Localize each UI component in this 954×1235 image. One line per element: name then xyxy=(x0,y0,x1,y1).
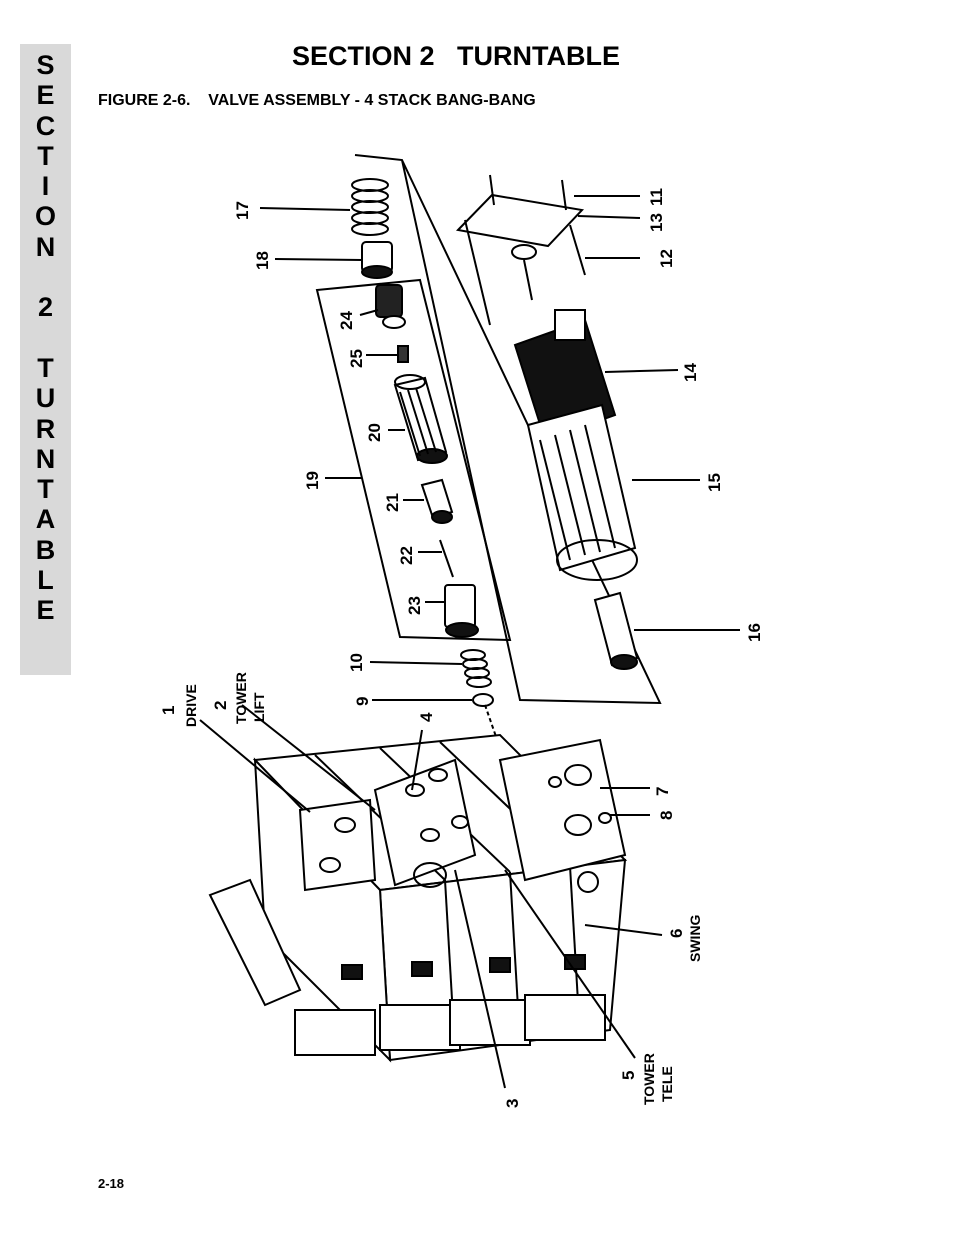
valve-stack xyxy=(208,733,628,1063)
section-side-tab: S E C T I O N 2 T U R N T A B L E xyxy=(20,44,71,675)
sleeve-20 xyxy=(393,374,448,464)
leader-3 xyxy=(454,869,506,1089)
spool-21 xyxy=(420,478,454,524)
leader-13 xyxy=(577,215,641,219)
side-tab-letter: S xyxy=(36,50,55,80)
callout-24: 24 xyxy=(337,311,356,330)
nut-18 xyxy=(361,241,393,279)
callout-2-name-line1: TOWER xyxy=(233,672,249,724)
side-tab-letter: L xyxy=(37,565,54,596)
page-title: SECTION 2 TURNTABLE xyxy=(292,41,621,71)
callout-2-name-line2: LIFT xyxy=(251,692,267,722)
figure-title: FIGURE 2-6. VALVE ASSEMBLY - 4 STACK BAN… xyxy=(98,92,536,109)
side-tab-letter: T xyxy=(37,474,54,505)
leader-10 xyxy=(369,661,463,665)
side-tab-letter: A xyxy=(35,504,56,535)
callout-6-name: SWING xyxy=(687,914,703,962)
callout-3: 3 xyxy=(503,1099,522,1108)
callout-18: 18 xyxy=(253,251,272,270)
leader-1 xyxy=(199,719,311,813)
callouts: 17 18 24 25 20 19 21 22 23 10 9 11 13 12… xyxy=(159,188,764,1108)
pin-22 xyxy=(439,539,454,578)
washer-9 xyxy=(472,693,494,707)
seat-23 xyxy=(444,584,479,638)
leader-14 xyxy=(604,369,679,373)
callout-15: 15 xyxy=(705,473,724,492)
callout-6: 6 xyxy=(667,929,686,938)
callout-14: 14 xyxy=(681,363,700,382)
callout-9: 9 xyxy=(353,697,372,706)
leader-18 xyxy=(274,258,363,261)
leader-6 xyxy=(584,924,663,936)
plunger-16 xyxy=(593,591,639,670)
pin-25 xyxy=(397,345,409,363)
leader-4 xyxy=(411,729,423,791)
side-tab-letter: N xyxy=(35,443,56,474)
callout-16: 16 xyxy=(745,623,764,642)
spring-10 xyxy=(460,649,492,688)
spring-17 xyxy=(351,178,389,236)
callout-11: 11 xyxy=(647,188,666,206)
side-tab-letter: C xyxy=(35,110,56,141)
callout-5: 5 xyxy=(619,1071,638,1080)
callout-13: 13 xyxy=(647,213,666,232)
side-tab-letter: U xyxy=(35,383,56,414)
callout-10: 10 xyxy=(347,653,366,672)
callout-12: 12 xyxy=(657,249,676,268)
callout-17: 17 xyxy=(233,201,252,220)
page-number: 2-18 xyxy=(98,1176,125,1191)
side-tab-letter: 2 xyxy=(37,292,54,323)
callout-7: 7 xyxy=(653,787,672,796)
callout-1: 1 xyxy=(159,706,178,715)
callout-23: 23 xyxy=(405,596,424,615)
side-tab-letter: B xyxy=(35,534,56,565)
side-tab-letter: O xyxy=(34,201,56,232)
callout-21: 21 xyxy=(383,493,402,512)
callout-19: 19 xyxy=(303,471,322,490)
side-tab-letter: T xyxy=(37,140,54,171)
callout-25: 25 xyxy=(347,349,366,368)
side-tab-letter: I xyxy=(41,171,50,202)
callout-22: 22 xyxy=(397,546,416,565)
callout-5-name-line2: TELE xyxy=(659,1066,675,1102)
side-tab-letter: E xyxy=(36,80,55,111)
leader-17 xyxy=(259,207,351,211)
callout-4: 4 xyxy=(417,712,436,722)
callout-1-name: DRIVE xyxy=(183,684,199,727)
leader-2 xyxy=(241,704,376,811)
side-tab-letter: R xyxy=(35,413,56,444)
tube-15 xyxy=(526,403,638,581)
coil-mount-plate xyxy=(455,174,586,326)
callout-2: 2 xyxy=(211,701,230,710)
callout-8: 8 xyxy=(657,811,676,820)
side-tab-letters: S E C T I O N 2 T U R N T A B L E xyxy=(20,50,71,626)
plug-24 xyxy=(375,284,406,329)
valve-cartridge-box xyxy=(315,278,512,642)
side-tab-letter: N xyxy=(35,231,56,262)
side-tab-letter: E xyxy=(36,595,55,626)
side-tab-letter: T xyxy=(37,352,54,383)
leader-24 xyxy=(359,309,379,316)
callout-5-name-line1: TOWER xyxy=(641,1053,657,1105)
leader-5 xyxy=(504,869,636,1059)
callout-20: 20 xyxy=(365,423,384,442)
